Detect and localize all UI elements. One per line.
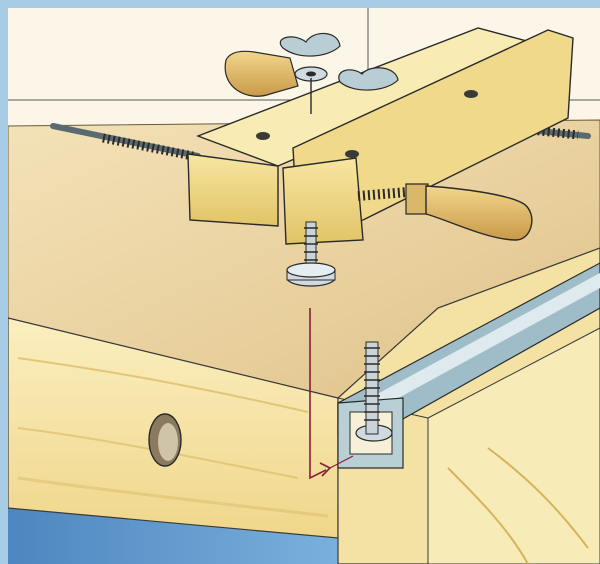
jaw-bolt-hole [464,90,478,98]
threaded-rod-icon [304,222,318,264]
illustration-canvas [8,8,600,564]
clamp-illustration [8,8,600,564]
threaded-rod-icon [364,342,380,434]
jaw-bolt-hole [345,150,359,158]
bench-hole-inner [158,423,178,461]
washer-icon [287,263,335,286]
jaw-bolt-hole [256,132,270,140]
handle-icon [225,51,298,96]
